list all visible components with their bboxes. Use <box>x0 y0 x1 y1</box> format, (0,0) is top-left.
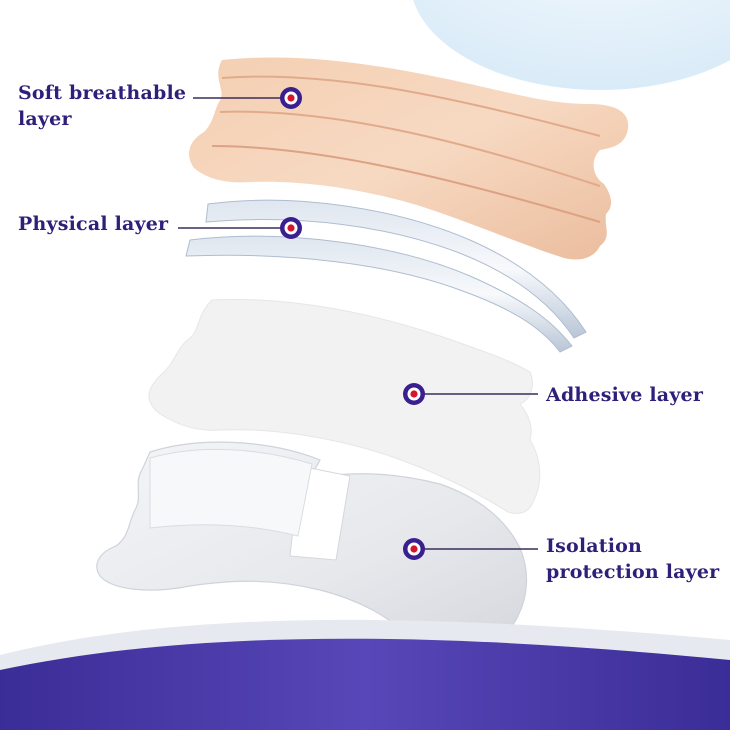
marker-soft <box>280 87 302 109</box>
label-line: Physical layer <box>18 213 169 235</box>
label-adhesive-layer: Adhesive layer <box>546 382 703 408</box>
physical-layer <box>185 199 587 353</box>
label-line: protection layer <box>546 561 720 583</box>
label-line: Soft breathable <box>18 82 187 104</box>
label-isolation-protection-layer: Isolation protection layer <box>546 533 719 585</box>
label-line: Adhesive layer <box>546 384 704 406</box>
marker-adhesive <box>403 383 425 405</box>
label-line: Isolation <box>546 535 643 557</box>
marker-isolation <box>403 538 425 560</box>
label-line: layer <box>18 108 72 130</box>
soft-breathable-layer <box>189 57 629 260</box>
adhesive-layer <box>148 299 541 514</box>
corner-blob <box>413 0 730 90</box>
bottom-wave <box>0 638 730 730</box>
label-physical-layer: Physical layer <box>18 211 168 237</box>
marker-physical <box>280 217 302 239</box>
isolation-protection-layer <box>96 441 528 648</box>
label-soft-breathable-layer: Soft breathable layer <box>18 80 186 132</box>
